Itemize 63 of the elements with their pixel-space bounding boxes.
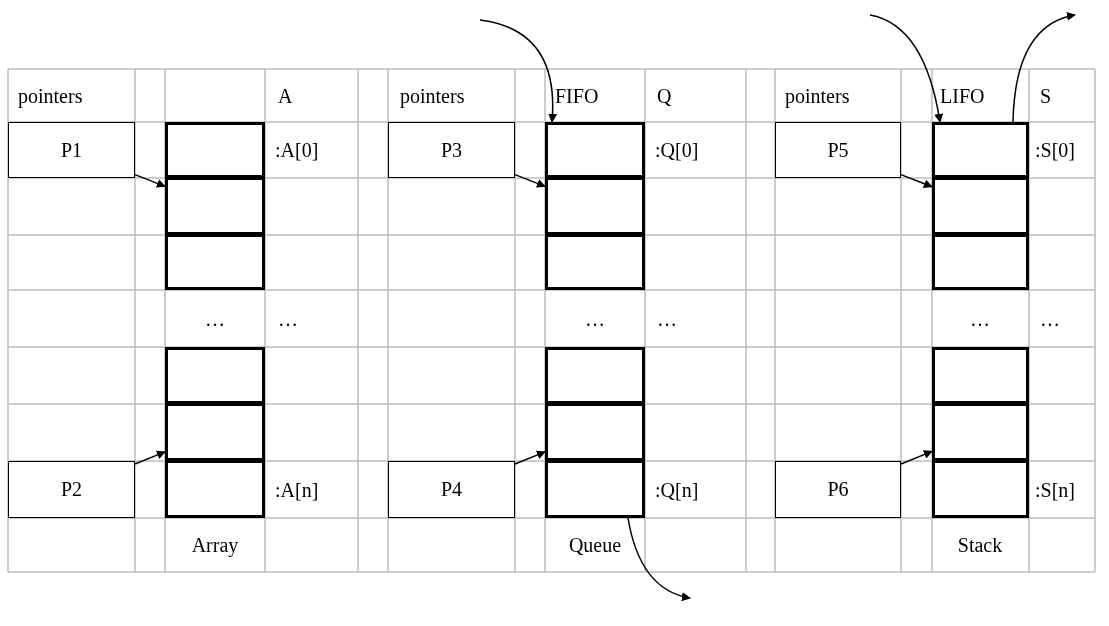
column-header: Q	[657, 83, 672, 108]
pointer-box	[388, 461, 515, 518]
memory-cell	[165, 233, 265, 290]
memory-cell	[545, 347, 645, 404]
column-header: pointers	[18, 83, 83, 108]
memory-cell	[932, 402, 1029, 461]
pointer-box	[775, 122, 901, 178]
memory-cell	[165, 122, 265, 178]
memory-cell	[932, 122, 1029, 178]
memory-cell	[165, 347, 265, 404]
structure-caption: Queue	[568, 533, 622, 557]
column-header: pointers	[785, 83, 850, 108]
pointer-label: P1	[60, 138, 83, 162]
column-header: S	[1040, 83, 1052, 108]
ellipsis: …	[205, 306, 225, 331]
arrow	[627, 517, 691, 601]
memory-cell	[545, 402, 645, 461]
pointer-box	[775, 461, 901, 518]
memory-cell	[545, 233, 645, 290]
column-header: FIFO	[555, 83, 599, 108]
memory-cell	[545, 459, 645, 518]
pointer-box	[8, 122, 135, 178]
memory-cell	[165, 459, 265, 518]
index-label: :A[0]	[275, 138, 319, 162]
pointer-label: P2	[60, 478, 83, 501]
column-header: A	[278, 83, 293, 108]
index-label: :S[n]	[1035, 477, 1075, 502]
pointer-label: P6	[827, 478, 849, 501]
arrow	[134, 450, 166, 465]
pointer-box	[8, 461, 135, 518]
memory-cell	[165, 402, 265, 461]
arrow	[900, 450, 933, 465]
index-label: :Q[n]	[655, 477, 699, 502]
memory-cell	[932, 176, 1029, 235]
index-label: :Q[0]	[655, 138, 699, 162]
pointer-label: P5	[827, 138, 849, 162]
structure-caption: Array	[191, 533, 239, 557]
column-header: pointers	[400, 83, 465, 108]
ellipsis: …	[585, 306, 605, 331]
structure-caption: Stack	[957, 533, 1003, 557]
index-label: :A[n]	[275, 477, 319, 502]
pointer-label: P3	[440, 138, 463, 162]
ellipsis: …	[278, 306, 298, 331]
pointer-box	[388, 122, 515, 178]
pointer-label: P4	[440, 478, 463, 501]
arrow	[514, 173, 546, 188]
arrow	[134, 173, 166, 188]
memory-cell	[932, 347, 1029, 404]
arrow	[900, 173, 933, 188]
ellipsis: …	[657, 306, 677, 331]
memory-cell	[932, 233, 1029, 290]
ellipsis: …	[1040, 306, 1060, 331]
arrow	[1012, 12, 1076, 123]
arrow	[514, 450, 546, 465]
column-header: LIFO	[940, 83, 985, 108]
arrow	[479, 19, 557, 123]
memory-cell	[545, 176, 645, 235]
memory-cell	[165, 176, 265, 235]
index-label: :S[0]	[1035, 138, 1075, 162]
memory-cell	[932, 459, 1029, 518]
arrow	[869, 14, 943, 123]
memory-cell	[545, 122, 645, 178]
ellipsis: …	[970, 306, 990, 331]
